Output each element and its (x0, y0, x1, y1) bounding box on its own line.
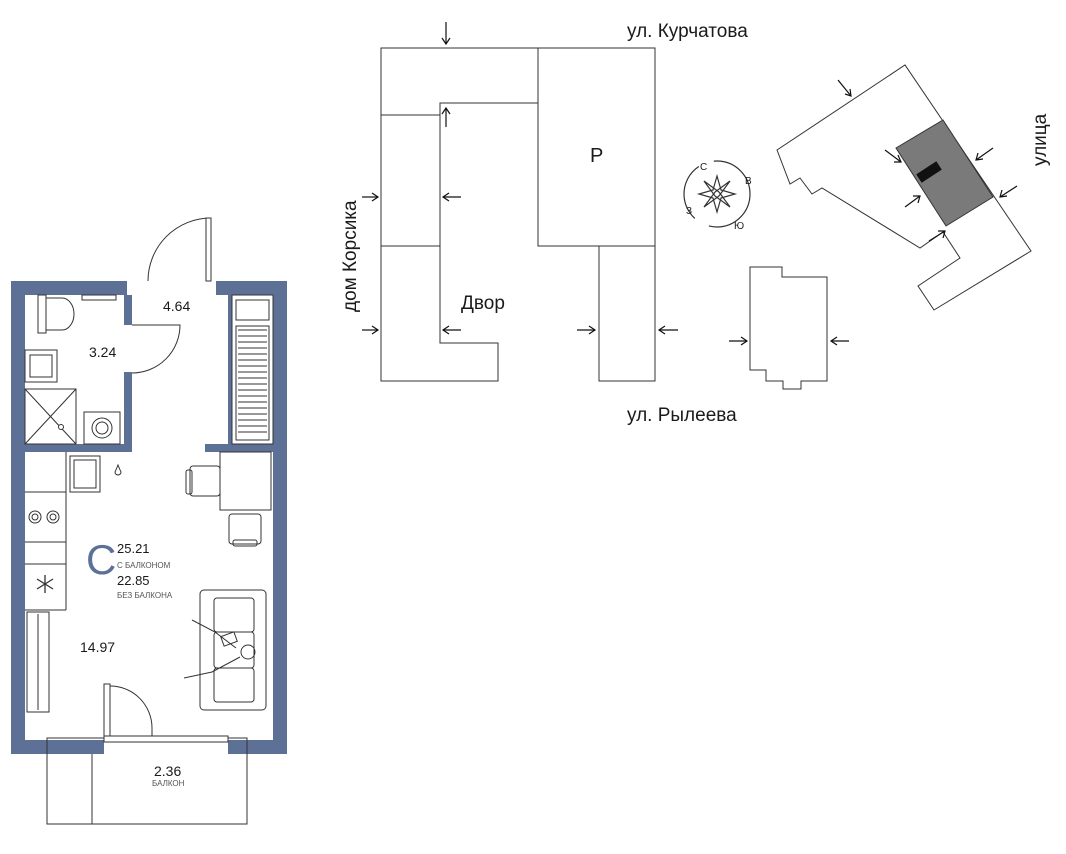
area-with-balcony: 25.21 (117, 541, 150, 556)
area-without-balcony: 22.85 (117, 573, 150, 588)
sink-basin (29, 354, 53, 378)
shower-drain-icon (58, 424, 64, 430)
towel-rail (81, 294, 117, 301)
street-right-label: улица (1030, 113, 1051, 166)
wall-bath-floor (25, 444, 132, 452)
toilet-tank (37, 294, 47, 334)
wardrobe (231, 294, 274, 445)
building-courtyard-west (380, 47, 539, 382)
apartment-type-letter: С (86, 536, 116, 583)
chair (228, 513, 262, 545)
compass-icon: С В Ю З (683, 160, 752, 232)
chair (189, 465, 221, 497)
site-plan: С В Ю З ул. Курчатова ул. Рылеева Двор Р… (340, 21, 1051, 426)
compass-north: С (700, 162, 707, 173)
building-courtyard-east (598, 245, 656, 382)
balcony-label: БАЛКОН (152, 779, 185, 788)
parking-building (537, 47, 656, 247)
entrance-door-swing (147, 217, 212, 282)
with-balcony-label: С БАЛКОНОМ (117, 561, 171, 570)
apartment-plan: 4.64 3.24 14.97 2.36 БАЛКОН С 25.21 С БА… (11, 217, 287, 825)
hall-area: 4.64 (163, 298, 190, 314)
wardrobe-shelf (235, 299, 270, 321)
entrance-door-leaf (205, 217, 212, 282)
kitchen-sink-basin (73, 459, 97, 489)
dining-table (219, 451, 272, 511)
entrance-arrows (362, 22, 1018, 346)
balcony-door-swing (109, 685, 153, 736)
compass-east: В (745, 176, 752, 187)
bathroom-area: 3.24 (89, 344, 116, 360)
street-bottom-label: ул. Рылеева (627, 405, 737, 426)
apartment-marker-icon (916, 161, 942, 183)
wardrobe-living (26, 611, 50, 713)
person-on-sofa-icon (183, 619, 256, 679)
wardrobe-rail (235, 325, 270, 441)
washing-machine (83, 411, 121, 445)
wall-wardrobe (228, 295, 232, 445)
wall-bath-top (124, 295, 132, 325)
toilet-bowl (45, 297, 75, 331)
balcony-area: 2.36 (154, 763, 181, 779)
living-area: 14.97 (80, 639, 115, 655)
wall-right (273, 281, 287, 754)
water-drop-icon (114, 463, 122, 476)
highlighted-section[interactable] (895, 119, 994, 227)
balcony-door[interactable] (103, 683, 111, 741)
wall-bath-bottom (124, 372, 132, 448)
bathroom-sink (24, 349, 58, 383)
kitchen-sink (69, 455, 101, 493)
wardrobe-hangers (238, 329, 267, 433)
sofa (199, 589, 267, 711)
snowflake-icon (36, 575, 54, 593)
shower-tray (24, 388, 77, 445)
compass-west: З (686, 206, 692, 217)
wall-wardrobe-floor (205, 444, 273, 452)
building-small (749, 266, 828, 390)
courtyard-label: Двор (461, 293, 505, 314)
without-balcony-label: БЕЗ БАЛКОНА (117, 591, 173, 600)
street-left-label: дом Корсика (340, 200, 361, 312)
parking-label: Р (590, 145, 603, 167)
wall-bottom-left (11, 740, 104, 754)
wall-left (11, 281, 25, 754)
building-rotated (776, 64, 1032, 311)
wall-bottom-right (228, 740, 287, 754)
street-top-label: ул. Курчатова (627, 21, 748, 42)
wall-top-right (216, 281, 287, 295)
wall-top-left (11, 281, 127, 295)
compass-south: Ю (734, 221, 744, 232)
bathroom-door-swing (131, 324, 181, 374)
